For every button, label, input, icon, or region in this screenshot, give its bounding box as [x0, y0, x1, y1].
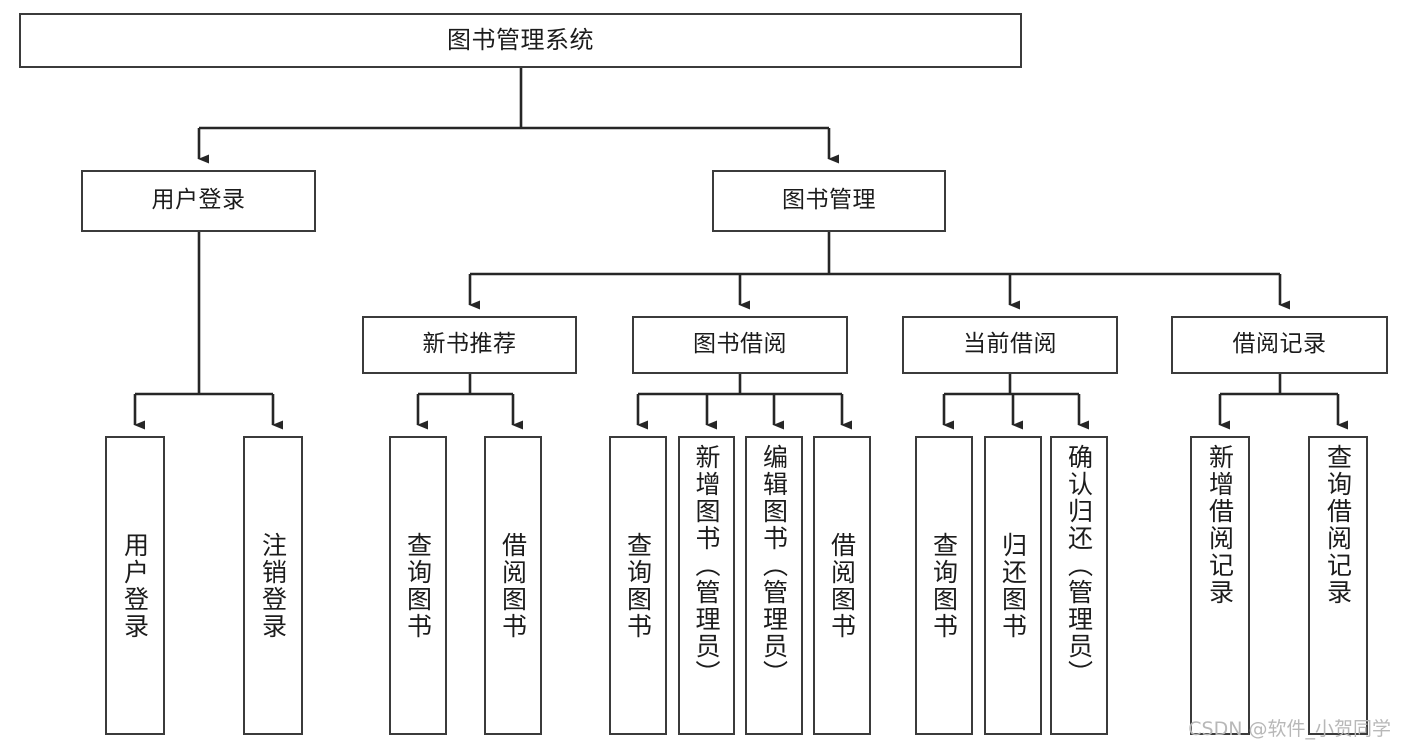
node-label: 用户登录 [151, 187, 246, 214]
node-root[interactable]: 图书管理系统 [19, 13, 1022, 68]
node-label: 借阅图书 [498, 531, 528, 640]
node-l-addbook[interactable]: 新增图书（管理员） [678, 436, 735, 735]
node-label: 图书借阅 [693, 331, 787, 358]
node-borrow[interactable]: 图书借阅 [632, 316, 848, 374]
node-label: 用户登录 [120, 531, 150, 640]
node-label: 确认归还（管理员） [1064, 444, 1094, 687]
node-l-editbook[interactable]: 编辑图书（管理员） [745, 436, 803, 735]
node-label: 借阅记录 [1232, 331, 1327, 358]
node-bookmgmt[interactable]: 图书管理 [712, 170, 946, 232]
node-label: 注销登录 [258, 531, 288, 640]
node-label: 归还图书 [998, 531, 1028, 640]
node-label: 编辑图书（管理员） [759, 444, 789, 687]
node-current[interactable]: 当前借阅 [902, 316, 1118, 374]
node-l-query1[interactable]: 查询图书 [389, 436, 447, 735]
node-label: 查询借阅记录 [1323, 444, 1353, 606]
node-records[interactable]: 借阅记录 [1171, 316, 1388, 374]
node-l-query3[interactable]: 查询图书 [915, 436, 973, 735]
node-l-addrec[interactable]: 新增借阅记录 [1190, 436, 1250, 735]
node-l-logout[interactable]: 注销登录 [243, 436, 303, 735]
node-label: 查询图书 [929, 531, 959, 640]
watermark-label: CSDN @软件_小贺同学 [1188, 718, 1391, 740]
node-newbook[interactable]: 新书推荐 [362, 316, 577, 374]
node-l-borrow2[interactable]: 借阅图书 [813, 436, 871, 735]
node-label: 借阅图书 [827, 531, 857, 640]
node-label: 查询图书 [403, 531, 433, 640]
node-l-queryrec[interactable]: 查询借阅记录 [1308, 436, 1368, 735]
node-l-confirm[interactable]: 确认归还（管理员） [1050, 436, 1108, 735]
node-label: 新增借阅记录 [1205, 444, 1235, 606]
node-label: 新增图书（管理员） [692, 444, 721, 687]
node-label: 新书推荐 [422, 331, 517, 358]
node-l-return[interactable]: 归还图书 [984, 436, 1042, 735]
node-label: 查询图书 [623, 531, 653, 640]
node-l-query2[interactable]: 查询图书 [609, 436, 667, 735]
node-login[interactable]: 用户登录 [81, 170, 316, 232]
node-label: 当前借阅 [963, 331, 1057, 358]
node-l-login[interactable]: 用户登录 [105, 436, 165, 735]
node-label: 图书管理系统 [447, 26, 594, 55]
node-label: 图书管理 [782, 187, 876, 214]
node-l-borrow1[interactable]: 借阅图书 [484, 436, 542, 735]
